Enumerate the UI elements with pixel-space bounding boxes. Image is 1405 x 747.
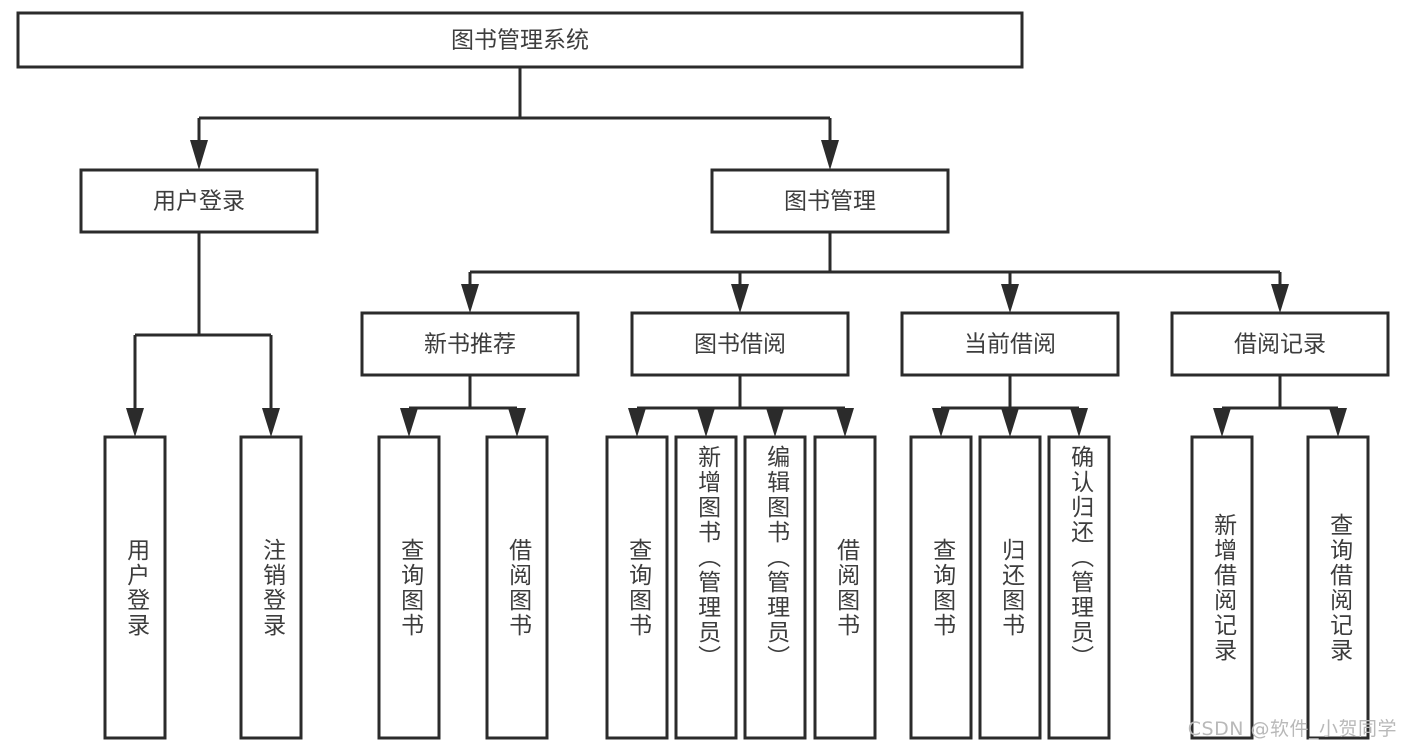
node-leaf-confirm-return[interactable] (1047, 435, 1111, 740)
nodes-layer (16, 11, 1390, 740)
arrow-icon-borrow-record-leaf-1 (1213, 408, 1231, 437)
edges-layer (126, 67, 1347, 437)
node-book-borrow[interactable] (630, 311, 850, 377)
arrow-icon-user-login-leaf-2 (262, 408, 280, 437)
node-leaf-add-record[interactable] (1190, 435, 1254, 740)
node-leaf-query-record[interactable] (1306, 435, 1370, 740)
node-leaf-query-book-rec[interactable] (377, 435, 441, 740)
arrow-icon-to-borrow-record (1271, 284, 1289, 313)
node-leaf-edit-book[interactable] (743, 435, 807, 740)
node-leaf-user-login[interactable] (103, 435, 167, 740)
node-current-borrow-label: 当前借阅 (964, 332, 1056, 358)
arrow-icon-to-new-book-rec (461, 284, 479, 313)
arrow-icon-book-borrow-leaf-1 (628, 408, 646, 437)
arrow-icon-to-book-borrow (731, 284, 749, 313)
arrow-icon-current-borrow-leaf-1 (932, 408, 950, 437)
node-user-login[interactable] (79, 168, 319, 234)
arrow-icon-book-borrow-leaf-3 (766, 408, 784, 437)
arrow-icon-to-current-borrow (1001, 284, 1019, 313)
node-leaf-logout[interactable] (239, 435, 303, 740)
node-current-borrow[interactable] (900, 311, 1120, 377)
arrow-icon-new-book-rec-leaf-2 (508, 408, 526, 437)
node-borrow-record-label: 借阅记录 (1234, 332, 1326, 358)
node-new-book-rec[interactable] (360, 311, 580, 377)
node-leaf-add-book[interactable] (674, 435, 738, 740)
arrow-icon-borrow-record-leaf-2 (1329, 408, 1347, 437)
node-book-borrow-label: 图书借阅 (694, 332, 786, 358)
node-borrow-record[interactable] (1170, 311, 1390, 377)
arrow-icon-new-book-rec-leaf-1 (400, 408, 418, 437)
node-leaf-query-book-current[interactable] (909, 435, 973, 740)
node-root-label: 图书管理系统 (451, 28, 589, 54)
arrow-icon-book-borrow-leaf-2 (697, 408, 715, 437)
node-book-manage-label: 图书管理 (784, 189, 876, 215)
node-new-book-rec-label: 新书推荐 (424, 332, 516, 358)
arrow-icon-current-borrow-leaf-3 (1070, 408, 1088, 437)
horizontal-labels-layer: 图书管理系统 用户登录 图书管理 新书推荐 图书借阅 当前借阅 借阅记录 (153, 28, 1326, 358)
node-leaf-return-book[interactable] (978, 435, 1042, 740)
arrow-icon-to-book-manage (821, 140, 839, 170)
node-leaf-borrow-book[interactable] (813, 435, 877, 740)
node-leaf-query-book-borrow[interactable] (605, 435, 669, 740)
arrow-icon-current-borrow-leaf-2 (1001, 408, 1019, 437)
node-root[interactable] (16, 11, 1024, 69)
arrow-icon-book-borrow-leaf-4 (836, 408, 854, 437)
node-leaf-borrow-book-rec[interactable] (485, 435, 549, 740)
node-book-manage[interactable] (710, 168, 950, 234)
arrow-icon-user-login-leaf-1 (126, 408, 144, 437)
arrow-icon-to-user-login (190, 140, 208, 170)
node-user-login-label: 用户登录 (153, 189, 245, 215)
